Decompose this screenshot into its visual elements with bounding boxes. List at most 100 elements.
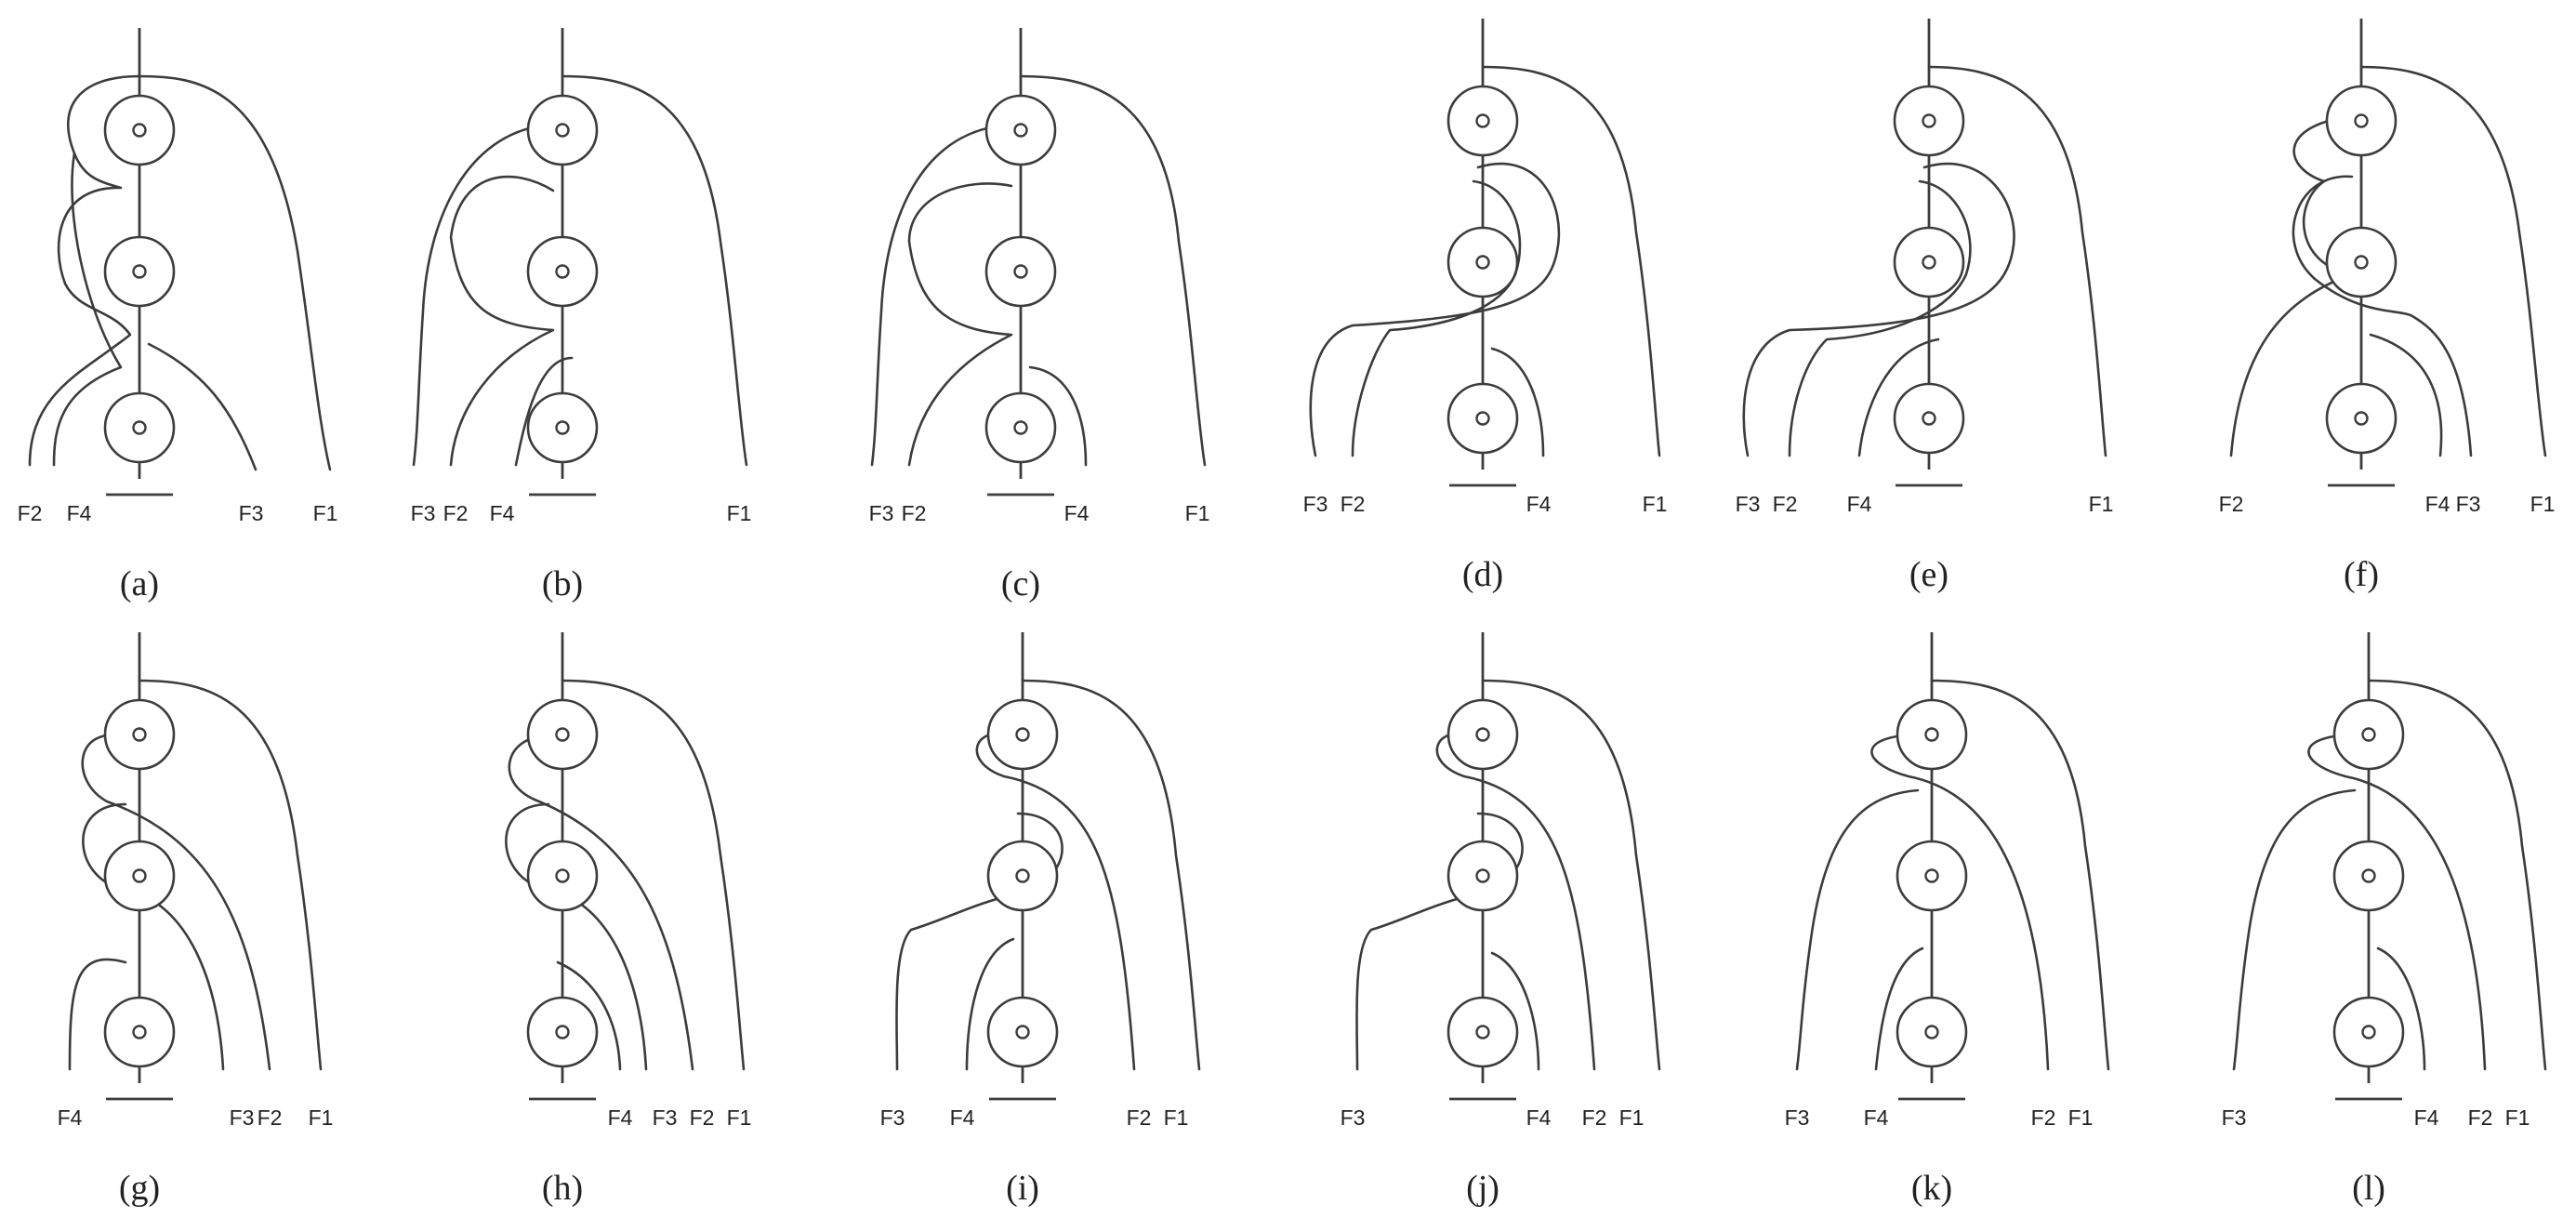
panel-caption: (j) — [1466, 1169, 1499, 1208]
pulley-hub — [555, 264, 570, 279]
force-label: F2 — [902, 501, 927, 525]
force-label: F4 — [2425, 492, 2451, 516]
force-label: F3 — [411, 501, 436, 525]
connection-line — [1481, 65, 1661, 457]
connection-line — [1019, 74, 1207, 467]
force-label: F2 — [258, 1105, 283, 1130]
pulley-hub — [132, 264, 147, 279]
force-label: F3 — [1341, 1105, 1366, 1130]
panel-caption: (l) — [2352, 1169, 2385, 1208]
force-label: F1 — [2068, 1105, 2094, 1130]
pulley-hub — [2361, 868, 2376, 883]
pulley-hub — [1922, 113, 1936, 128]
panel-caption: (k) — [1911, 1169, 1952, 1208]
force-label: F3 — [2456, 492, 2481, 516]
pulley-hub — [1475, 113, 1490, 128]
connection-line — [1351, 179, 1522, 457]
panel-caption: (g) — [119, 1169, 160, 1208]
connection-line — [1355, 812, 1524, 1071]
force-label: F2 — [18, 501, 43, 525]
pulley-hub — [1922, 411, 1936, 426]
pulley-hub — [2361, 1025, 2376, 1039]
connection-line — [2292, 175, 2473, 457]
pulley-hub — [555, 420, 570, 435]
force-label: F2 — [443, 501, 469, 525]
force-label: F2 — [1773, 492, 1798, 516]
connection-line — [2367, 679, 2547, 1071]
connection-line — [1742, 162, 2015, 457]
connection-line — [561, 74, 748, 467]
connection-line — [870, 124, 1004, 467]
force-label: F2 — [2219, 492, 2244, 516]
pulley-hub — [2354, 255, 2369, 270]
force-label: F3 — [653, 1105, 678, 1130]
connection-line — [895, 812, 1063, 1071]
force-label: F2 — [1341, 492, 1366, 516]
pulley-hub — [132, 868, 147, 883]
pulley-hub — [132, 727, 147, 742]
pulley-hub — [1475, 411, 1490, 426]
connection-line — [449, 175, 555, 467]
pulley-hub — [1013, 123, 1028, 138]
connection-line — [1435, 732, 1596, 1071]
connection-line — [975, 732, 1136, 1071]
connection-line — [907, 182, 1013, 467]
force-label: F2 — [2468, 1105, 2493, 1130]
pulley-hub — [1924, 727, 1939, 742]
force-label: F2 — [1127, 1105, 1152, 1130]
force-label: F3 — [230, 1105, 255, 1130]
connection-line — [2369, 333, 2443, 457]
pulley-hub — [1924, 1025, 1939, 1039]
connection-line — [1490, 347, 1545, 457]
force-label: F3 — [2222, 1105, 2247, 1130]
connection-line — [28, 74, 141, 467]
force-label: F1 — [2089, 492, 2114, 516]
panel-e: F3 F2 F4 F1 (e) — [1736, 19, 2114, 594]
connection-line — [1930, 679, 2110, 1071]
force-label: F1 — [1164, 1105, 1189, 1130]
force-label: F4 — [490, 501, 515, 525]
connection-line — [1490, 951, 1540, 1071]
pulley-hub — [1015, 1025, 1030, 1039]
pulley-hub — [1475, 868, 1490, 883]
force-label: F4 — [1847, 492, 1872, 516]
connection-line — [2232, 788, 2357, 1071]
pulley-hub — [1922, 255, 1936, 270]
force-label: F4 — [58, 1105, 83, 1130]
force-label: F3 — [1785, 1105, 1810, 1130]
pulley-hub — [1475, 1025, 1490, 1039]
force-label: F1 — [1619, 1105, 1645, 1130]
pulley-hub — [1475, 727, 1490, 742]
force-label: F1 — [2530, 492, 2556, 516]
pulley-hub — [555, 868, 570, 883]
force-label: F4 — [1526, 492, 1552, 516]
panel-caption: (a) — [120, 564, 159, 603]
force-label: F3 — [239, 501, 264, 525]
force-label: F1 — [313, 501, 338, 525]
pulley-hub — [2354, 411, 2369, 426]
pulley-hub — [1013, 264, 1028, 279]
panel-caption: (e) — [1909, 555, 1949, 594]
panel-caption: (f) — [2344, 555, 2379, 594]
connection-line — [138, 679, 323, 1071]
force-label: F3 — [869, 501, 894, 525]
connection-line — [1788, 179, 1972, 457]
force-label: F3 — [1736, 492, 1761, 516]
connection-line — [2229, 114, 2354, 457]
force-label: F4 — [1864, 1105, 1889, 1130]
connection-line — [1870, 733, 2050, 1071]
connection-line — [68, 958, 127, 1071]
force-label: F1 — [1643, 492, 1668, 516]
connection-line — [1874, 947, 1924, 1071]
connection-line — [52, 152, 123, 467]
force-label: F4 — [1064, 501, 1090, 525]
